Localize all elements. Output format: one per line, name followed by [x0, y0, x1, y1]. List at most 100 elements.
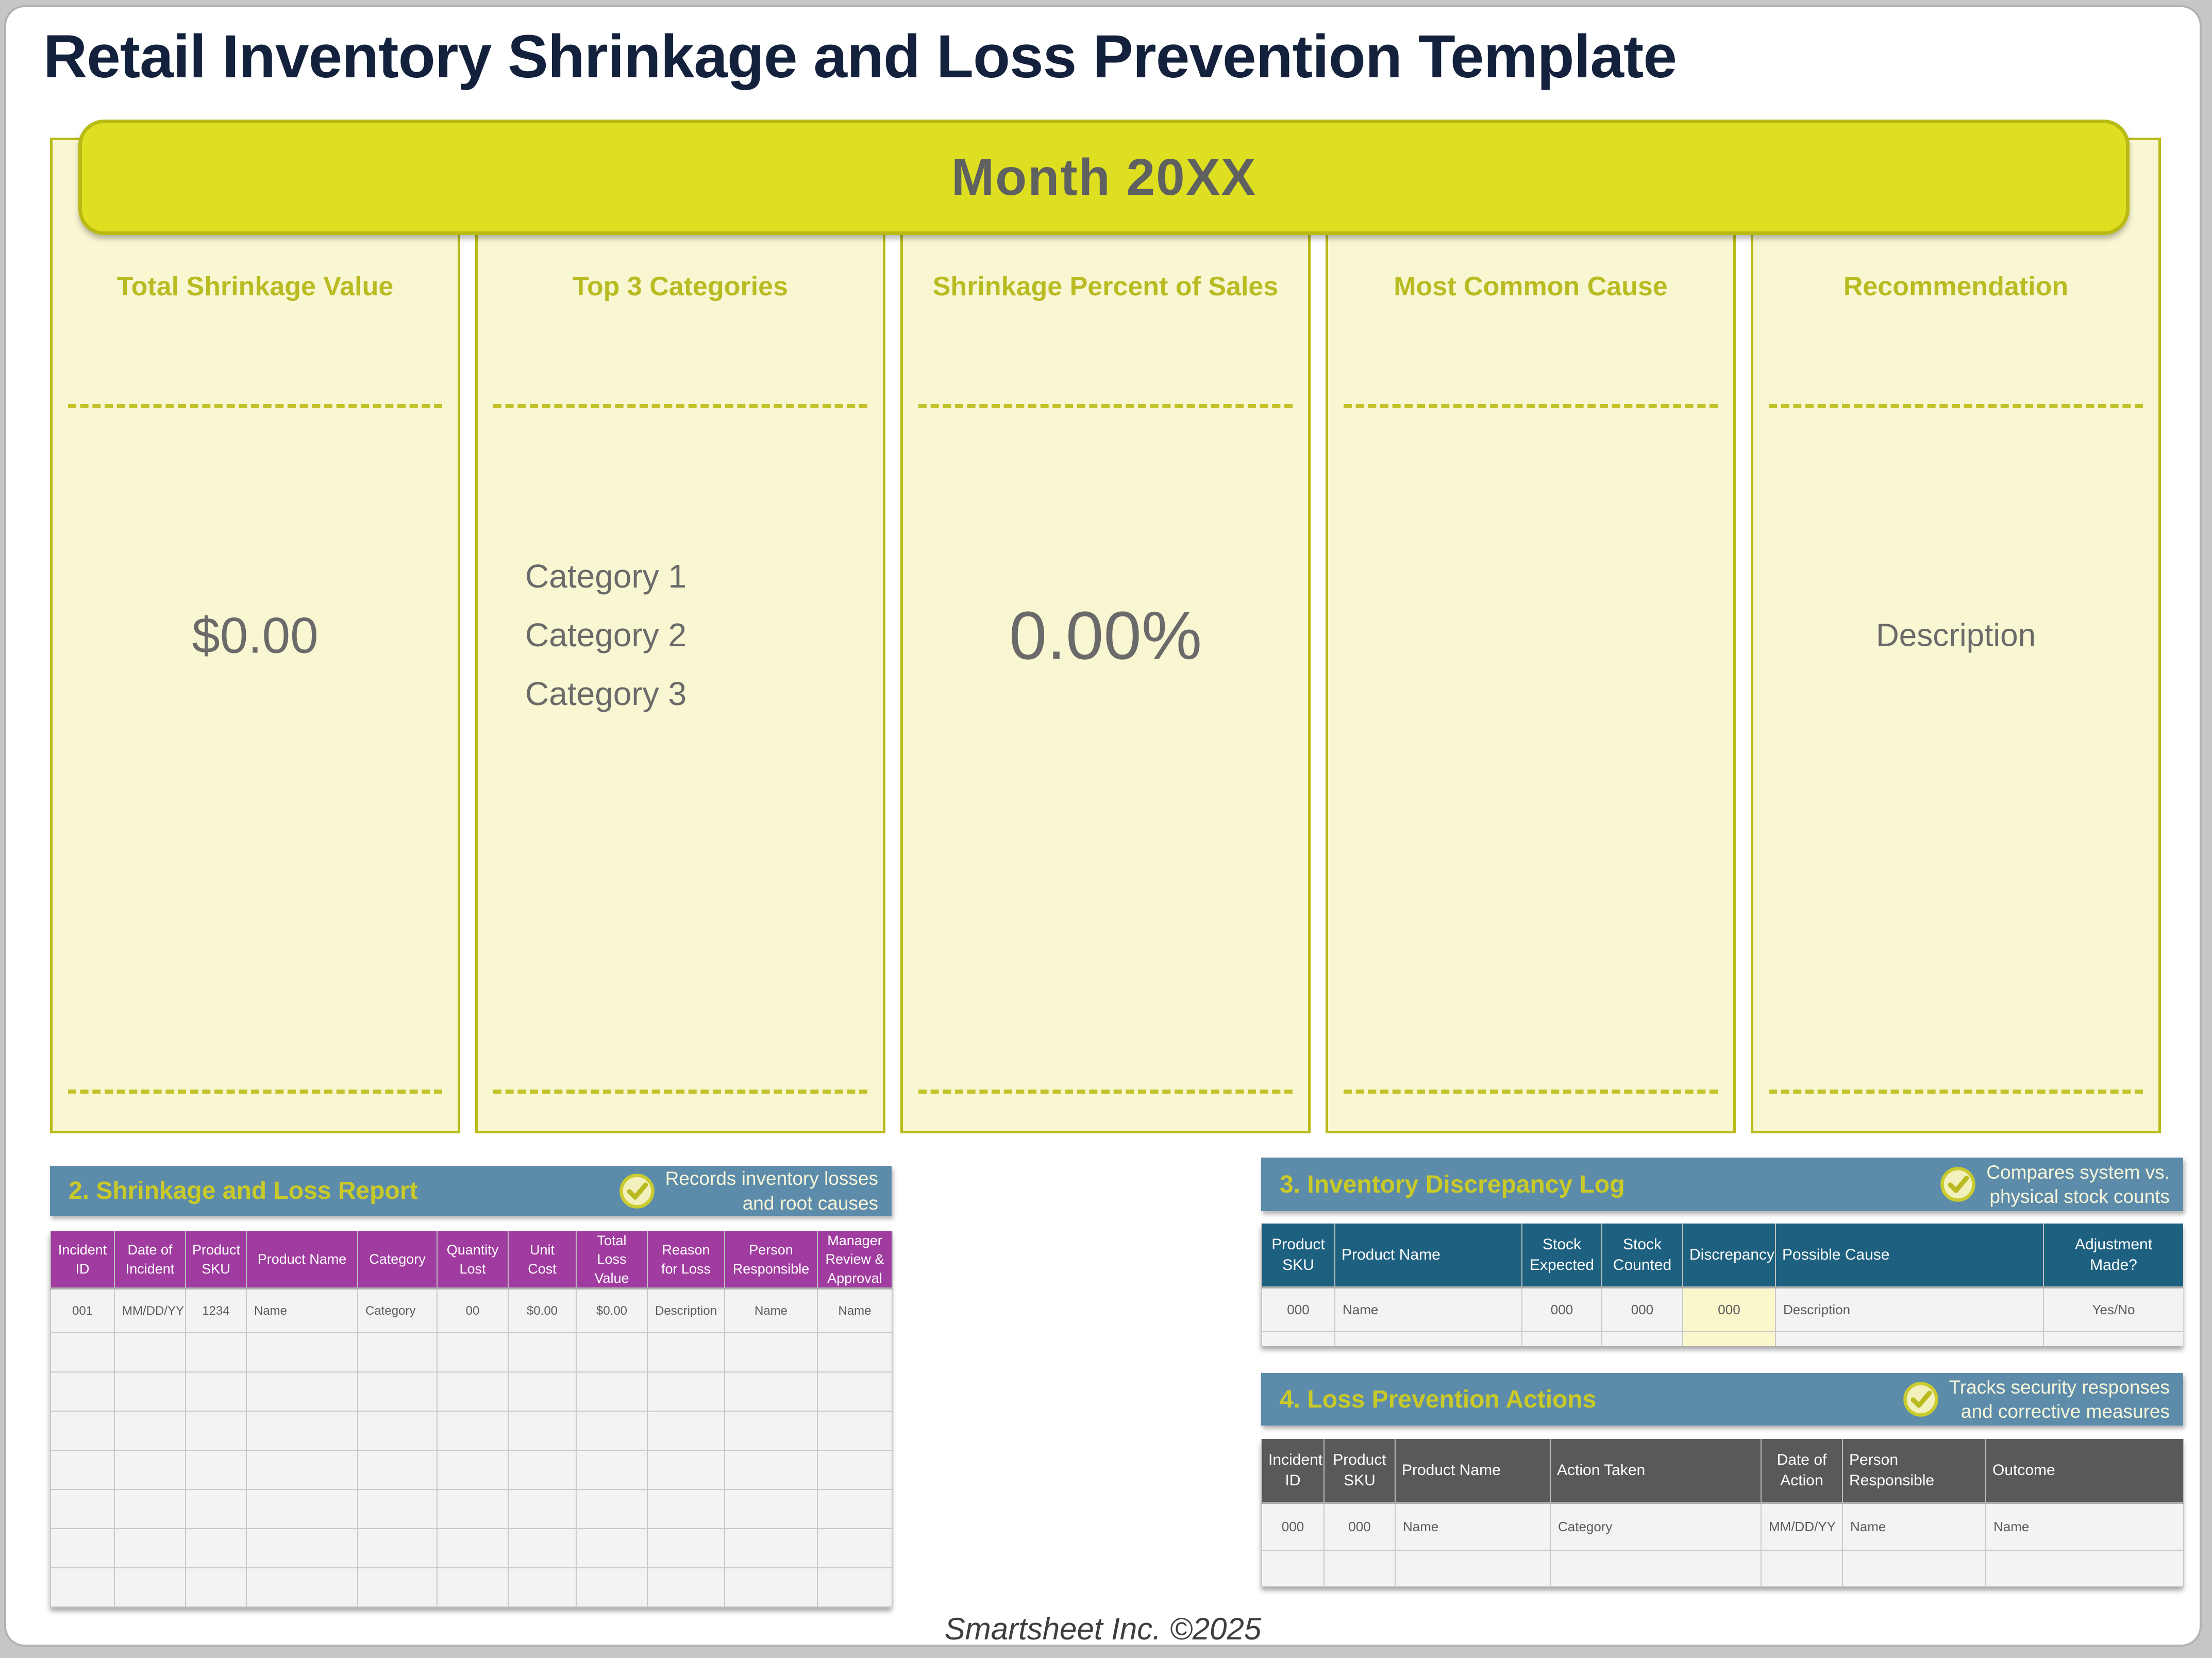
table-cell[interactable] — [1521, 1331, 1602, 1346]
table-cell[interactable] — [50, 1567, 115, 1608]
table-cell[interactable] — [508, 1567, 577, 1608]
table-cell[interactable] — [1261, 1331, 1335, 1346]
table-cell[interactable] — [817, 1567, 893, 1608]
table-cell[interactable] — [114, 1332, 186, 1373]
table-cell[interactable] — [357, 1371, 438, 1412]
table-cell[interactable] — [50, 1371, 115, 1412]
table-cell[interactable]: 000 — [1261, 1287, 1335, 1332]
shrinkage-percent-value[interactable]: 0.00% — [1009, 597, 1202, 674]
table-cell[interactable] — [50, 1332, 115, 1373]
table-cell[interactable] — [647, 1489, 725, 1530]
table-cell[interactable] — [50, 1528, 115, 1569]
table-cell[interactable] — [185, 1528, 247, 1569]
table-cell[interactable] — [50, 1450, 115, 1490]
table-cell[interactable]: 00 — [437, 1288, 509, 1334]
table-cell[interactable] — [576, 1411, 648, 1451]
table-cell[interactable] — [1550, 1550, 1762, 1587]
table-cell[interactable] — [1261, 1550, 1325, 1587]
table-cell[interactable] — [576, 1371, 648, 1412]
table-cell[interactable]: $0.00 — [576, 1288, 648, 1334]
table-cell[interactable] — [724, 1567, 818, 1608]
table-cell[interactable] — [576, 1567, 648, 1608]
table-cell[interactable]: Name — [1985, 1502, 2184, 1551]
table-cell[interactable] — [817, 1489, 893, 1530]
table-cell[interactable]: 1234 — [185, 1288, 247, 1334]
total-shrinkage-value[interactable]: $0.00 — [192, 607, 319, 664]
table-cell[interactable] — [2043, 1331, 2183, 1346]
table-cell[interactable] — [114, 1567, 186, 1608]
table-cell[interactable] — [724, 1450, 818, 1490]
table-cell[interactable]: 000 — [1601, 1287, 1683, 1332]
recommendation-value[interactable]: Description — [1875, 617, 2036, 654]
table-cell[interactable] — [357, 1332, 438, 1373]
table-cell[interactable] — [114, 1411, 186, 1451]
table-cell[interactable]: Name — [1395, 1502, 1551, 1551]
table-cell[interactable]: MM/DD/YY — [1761, 1502, 1843, 1551]
table-cell[interactable]: MM/DD/YY — [114, 1288, 186, 1334]
table-cell[interactable]: Category — [357, 1288, 438, 1334]
table-cell[interactable]: Name — [1842, 1502, 1986, 1551]
table-cell[interactable] — [114, 1528, 186, 1569]
table-cell[interactable] — [437, 1528, 509, 1569]
table-cell[interactable] — [437, 1371, 509, 1412]
table-cell[interactable] — [576, 1489, 648, 1530]
table-cell[interactable] — [114, 1450, 186, 1490]
table-cell[interactable] — [437, 1489, 509, 1530]
table-cell[interactable] — [246, 1371, 358, 1412]
table-cell[interactable] — [1395, 1550, 1551, 1587]
table-cell[interactable] — [185, 1567, 247, 1608]
table-cell[interactable]: Name — [817, 1288, 893, 1334]
category-line[interactable]: Category 2 — [525, 616, 687, 654]
table-cell[interactable] — [357, 1489, 438, 1530]
table-cell[interactable]: Name — [246, 1288, 358, 1334]
table-cell[interactable] — [647, 1332, 725, 1373]
table-cell[interactable] — [357, 1450, 438, 1490]
table-cell[interactable] — [508, 1450, 577, 1490]
table-cell[interactable] — [437, 1332, 509, 1373]
table-cell[interactable] — [508, 1371, 577, 1412]
table-cell[interactable] — [185, 1371, 247, 1412]
table-cell[interactable] — [185, 1489, 247, 1530]
table-cell[interactable] — [1601, 1331, 1683, 1346]
table-cell[interactable]: 001 — [50, 1288, 115, 1334]
table-cell[interactable]: Name — [724, 1288, 818, 1334]
table-cell[interactable] — [185, 1332, 247, 1373]
table-cell[interactable] — [185, 1411, 247, 1451]
table-cell[interactable] — [1985, 1550, 2184, 1587]
table-cell[interactable] — [246, 1567, 358, 1608]
table-cell[interactable]: Category — [1550, 1502, 1762, 1551]
table-cell[interactable]: 000 — [1261, 1502, 1325, 1551]
table-cell[interactable] — [437, 1450, 509, 1490]
table-cell[interactable] — [576, 1528, 648, 1569]
table-cell[interactable] — [647, 1528, 725, 1569]
table-cell[interactable] — [508, 1332, 577, 1373]
table-cell[interactable] — [437, 1411, 509, 1451]
table-cell[interactable] — [114, 1489, 186, 1530]
table-cell[interactable] — [576, 1450, 648, 1490]
table-cell[interactable] — [50, 1489, 115, 1530]
table-cell[interactable] — [246, 1332, 358, 1373]
table-cell[interactable] — [1682, 1331, 1776, 1346]
table-cell[interactable] — [114, 1371, 186, 1412]
table-cell[interactable]: Description — [647, 1288, 725, 1334]
table-cell[interactable]: $0.00 — [508, 1288, 577, 1334]
table-cell[interactable] — [508, 1489, 577, 1530]
table-cell[interactable] — [817, 1528, 893, 1569]
category-line[interactable]: Category 3 — [525, 675, 687, 712]
table-cell[interactable]: Description — [1775, 1287, 2044, 1332]
table-cell[interactable] — [817, 1332, 893, 1373]
table-cell[interactable] — [647, 1411, 725, 1451]
table-cell[interactable] — [185, 1450, 247, 1490]
table-cell[interactable] — [508, 1411, 577, 1451]
table-cell[interactable] — [817, 1411, 893, 1451]
table-cell[interactable]: 000 — [1521, 1287, 1602, 1332]
table-cell[interactable] — [246, 1489, 358, 1530]
table-cell[interactable] — [1761, 1550, 1843, 1587]
table-cell[interactable] — [357, 1567, 438, 1608]
table-cell[interactable] — [724, 1411, 818, 1451]
table-cell[interactable]: Yes/No — [2043, 1287, 2183, 1332]
table-cell[interactable]: 000 — [1682, 1287, 1776, 1332]
table-cell[interactable] — [647, 1567, 725, 1608]
table-cell[interactable] — [724, 1489, 818, 1530]
table-cell[interactable] — [724, 1528, 818, 1569]
